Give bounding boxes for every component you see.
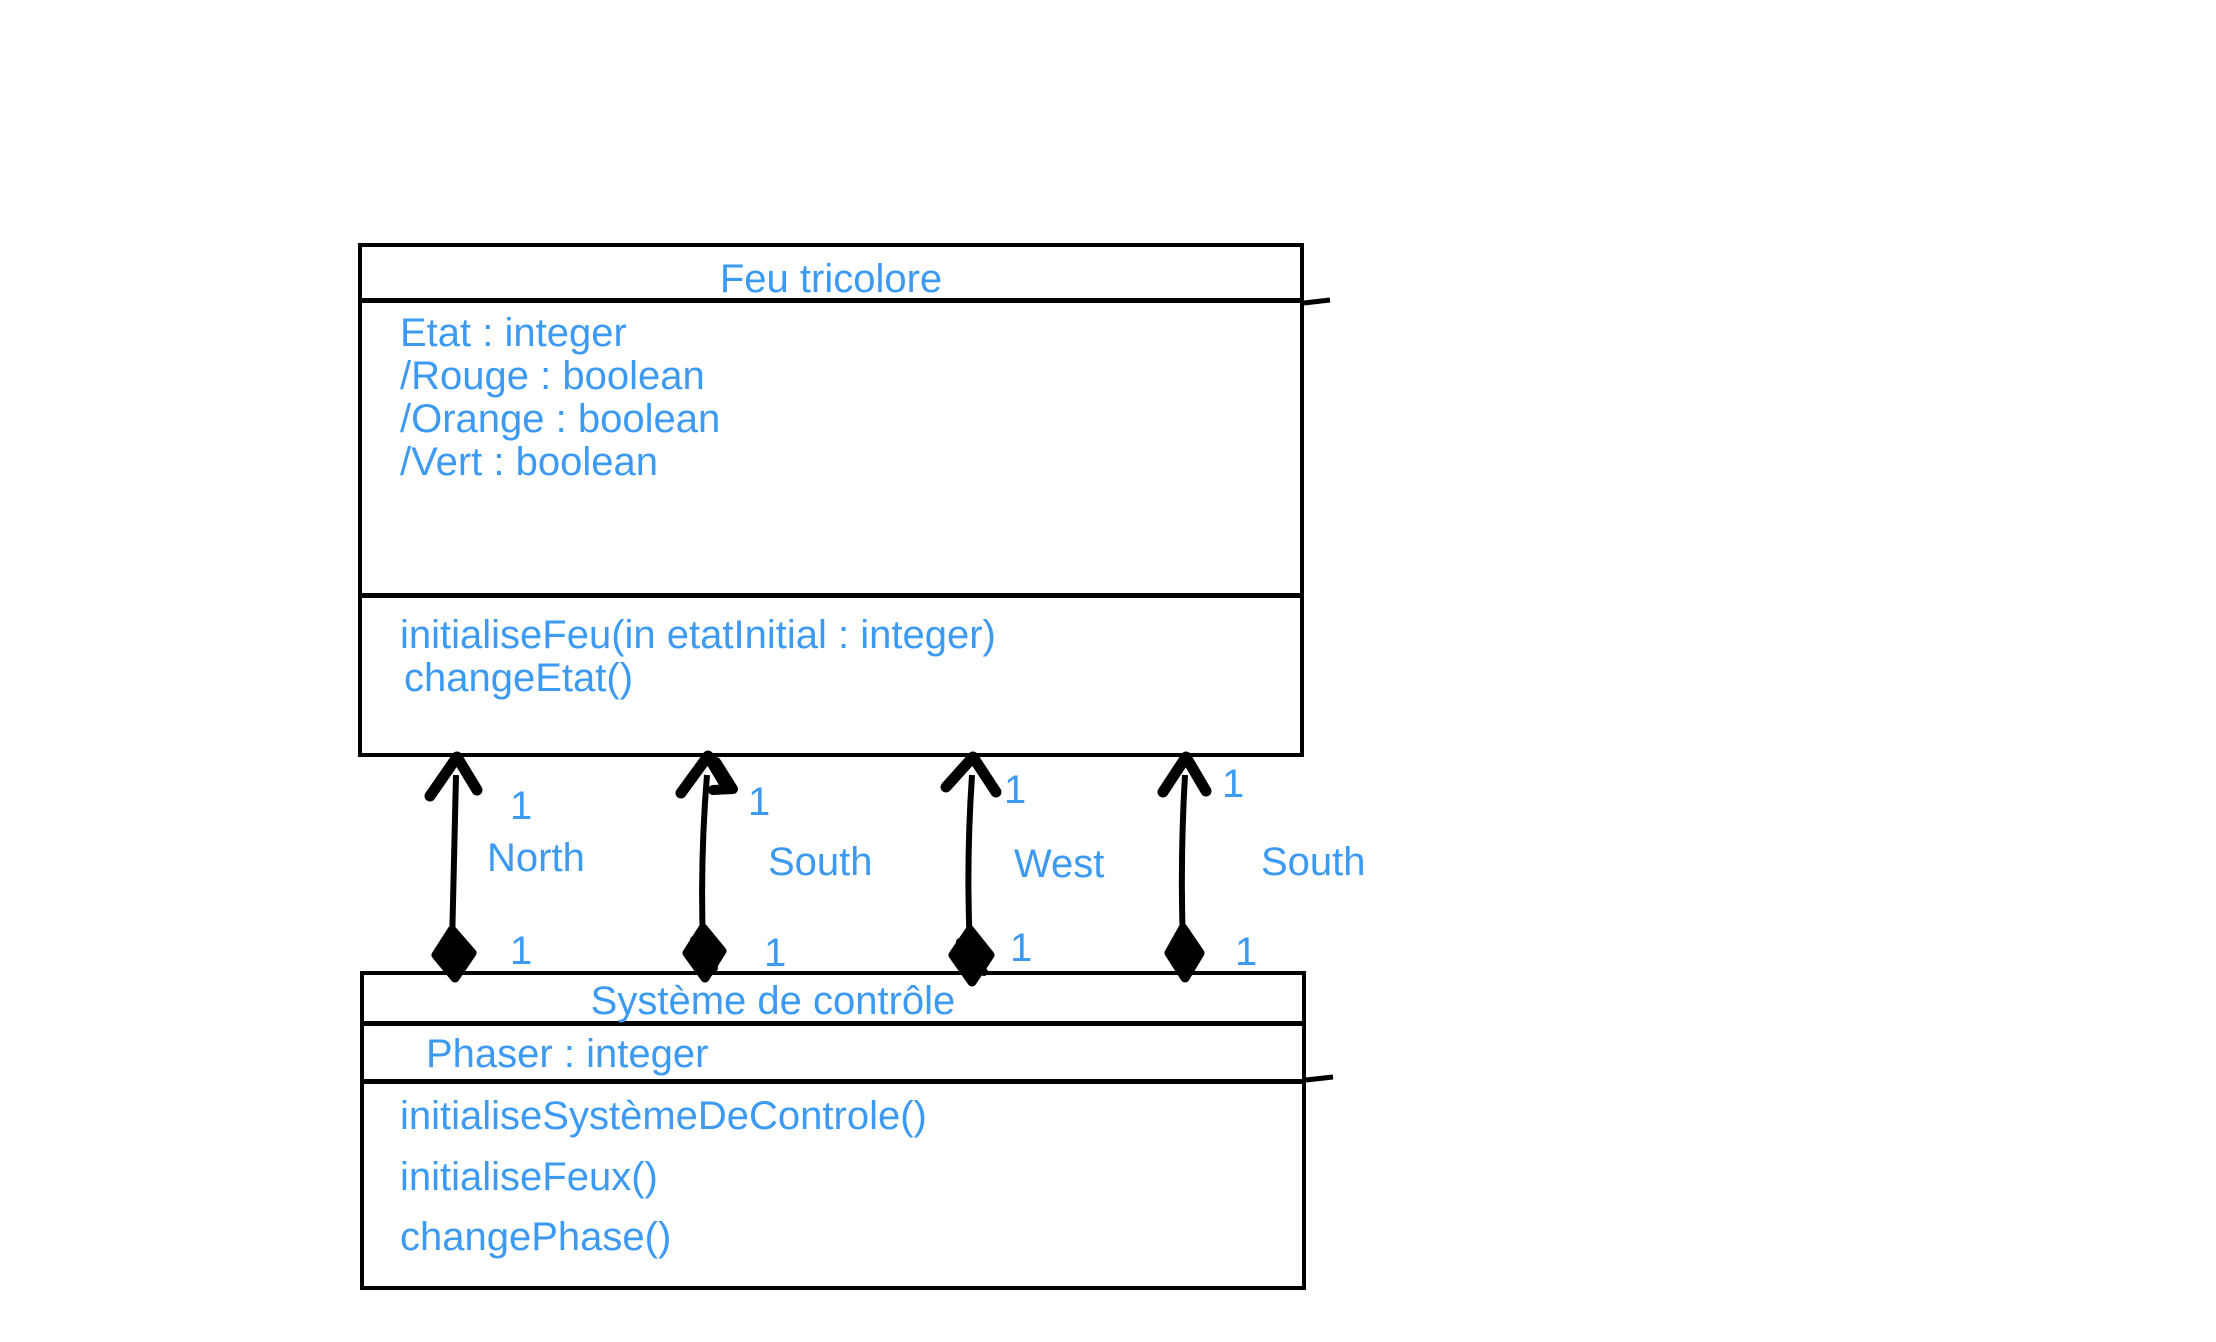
operations-compartment: initialiseFeu(in etatInitial : integer) … <box>362 598 1300 746</box>
association-line <box>699 774 710 946</box>
attribute-item: /Rouge : boolean <box>400 354 705 398</box>
open-arrow-head-icon <box>940 751 1002 798</box>
association-line <box>449 774 459 946</box>
multiplicity-source-south-1: 1 <box>764 931 787 975</box>
class-title-systeme-de-controle: Système de contrôle <box>590 979 956 1023</box>
role-label-south-1: South <box>768 840 873 884</box>
association-south-2[interactable] <box>1157 751 1212 983</box>
multiplicity-source-south-2: 1 <box>1235 930 1258 974</box>
multiplicity-target-south-1: 1 <box>748 780 771 824</box>
class-box-systeme-de-controle[interactable]: Système de contrôle Phaser : integer ini… <box>360 971 1306 1290</box>
open-arrow-head-icon <box>675 750 732 799</box>
divider-overshoot <box>1305 1074 1334 1083</box>
association-line <box>965 774 975 949</box>
association-line <box>1178 774 1188 946</box>
operations-compartment: initialiseSystèmeDeControle() initialise… <box>364 1084 1302 1286</box>
multiplicity-source-west: 1 <box>1010 926 1033 970</box>
class-title-feu-tricolore: Feu tricolore <box>719 257 943 301</box>
role-label-north: North <box>487 836 585 880</box>
association-north[interactable] <box>424 751 483 983</box>
attributes-compartment: Phaser : integer <box>364 1026 1302 1084</box>
association-west[interactable] <box>940 751 1002 987</box>
composition-diamond-icon <box>956 938 988 976</box>
role-label-west: West <box>1014 842 1105 886</box>
role-label-south-2: South <box>1261 840 1366 884</box>
operation-item: initialiseFeu(in etatInitial : integer) <box>400 613 996 657</box>
attribute-item: Phaser : integer <box>426 1032 709 1076</box>
multiplicity-source-north: 1 <box>510 929 533 973</box>
open-arrow-head-icon <box>1157 751 1212 798</box>
multiplicity-target-south-2: 1 <box>1222 762 1245 806</box>
class-name-compartment: Système de contrôle <box>364 975 1302 1026</box>
class-box-feu-tricolore[interactable]: Feu tricolore Etat : integer /Rouge : bo… <box>358 243 1304 757</box>
operation-item: changePhase() <box>400 1215 672 1259</box>
attributes-compartment: Etat : integer /Rouge : boolean /Orange … <box>362 303 1300 598</box>
operation-item: initialiseSystèmeDeControle() <box>400 1094 927 1138</box>
divider-overshoot <box>1303 297 1331 306</box>
multiplicity-target-north: 1 <box>510 784 533 828</box>
class-name-compartment: Feu tricolore <box>362 247 1300 303</box>
attribute-item: Etat : integer <box>400 311 627 355</box>
attribute-item: /Orange : boolean <box>400 397 721 441</box>
operation-item: changeEtat() <box>404 656 634 700</box>
operation-item: initialiseFeux() <box>400 1155 658 1199</box>
composition-diamond-icon <box>690 936 718 972</box>
multiplicity-target-west: 1 <box>1004 768 1027 812</box>
open-arrow-head-icon <box>708 757 738 795</box>
open-arrow-head-icon <box>424 751 483 802</box>
attribute-item: /Vert : boolean <box>400 440 658 484</box>
association-south-1[interactable] <box>675 750 738 983</box>
